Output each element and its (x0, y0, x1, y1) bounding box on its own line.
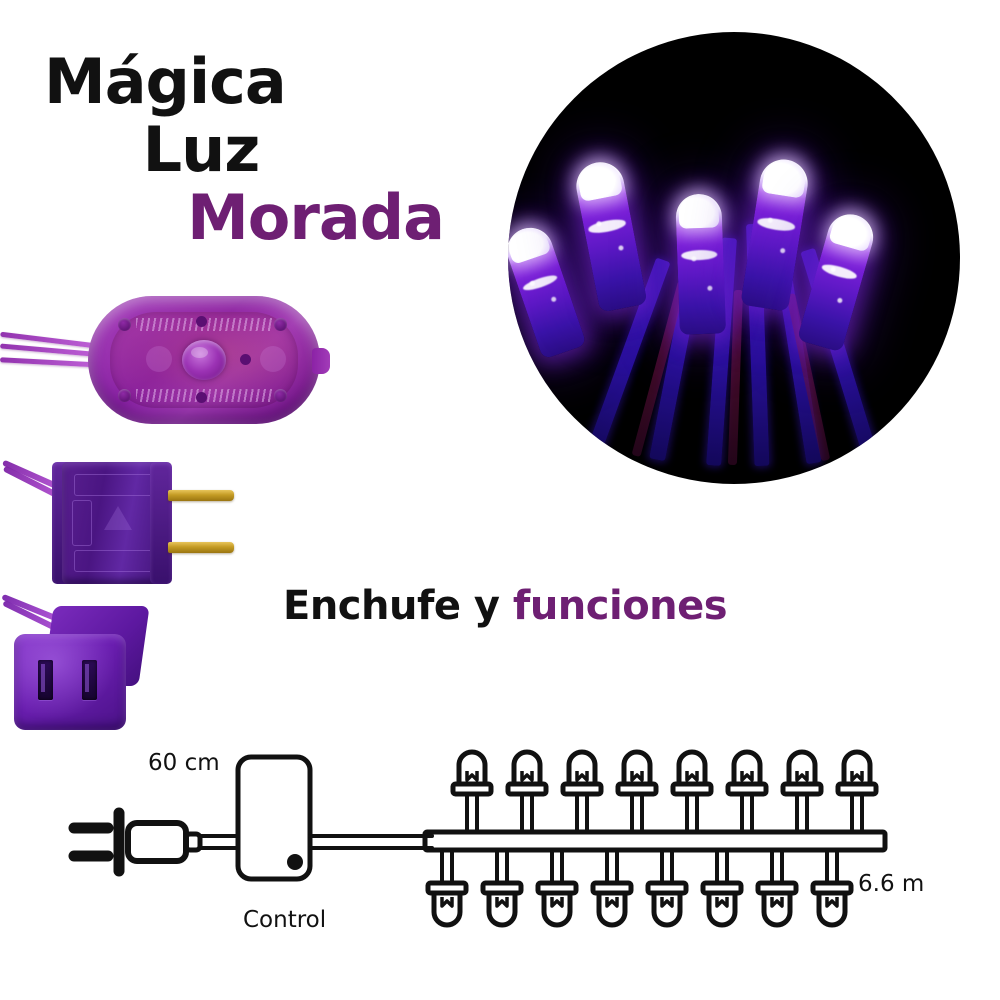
socket-face (14, 634, 126, 730)
controller-button (182, 340, 226, 380)
plug-prong (168, 490, 234, 501)
subtitle-accent: funciones (512, 583, 728, 629)
led-bulbs-photo (508, 32, 960, 484)
led-row-top (450, 749, 879, 832)
led-bulbs-photo-content (508, 32, 960, 484)
socket-slot (38, 660, 53, 700)
plug-prong (168, 542, 234, 553)
subtitle-plain: Enchufe y (283, 583, 513, 629)
plug-icon (68, 807, 203, 877)
control-box-label: Control (243, 907, 327, 933)
female-socket-photo (0, 593, 220, 740)
controller-module-photo (0, 290, 340, 440)
subtitle: Enchufe y funciones (283, 583, 728, 629)
photo-led-bulb (740, 156, 812, 312)
wiring-diagram-svg (68, 749, 888, 928)
wiring-diagram: 60 cm 6.6 m Control (0, 735, 1000, 945)
led-row-bottom (425, 850, 854, 928)
string-length-label: 6.6 m (858, 871, 925, 897)
controller-body (88, 296, 330, 424)
title-line-morada: Morada (187, 181, 445, 254)
title-line-luz: Luz (142, 113, 261, 186)
photo-led-bulb (508, 221, 587, 360)
socket-slot (82, 660, 97, 700)
page-title: Mágica Luz Morada (30, 48, 450, 252)
male-plug-photo (0, 448, 280, 598)
cord-length-label: 60 cm (148, 750, 220, 776)
control-box-button-dot (287, 854, 303, 870)
photo-led-bulb (572, 158, 648, 313)
title-line-magica: Mágica (44, 45, 287, 118)
photo-led-bulb (675, 193, 726, 335)
